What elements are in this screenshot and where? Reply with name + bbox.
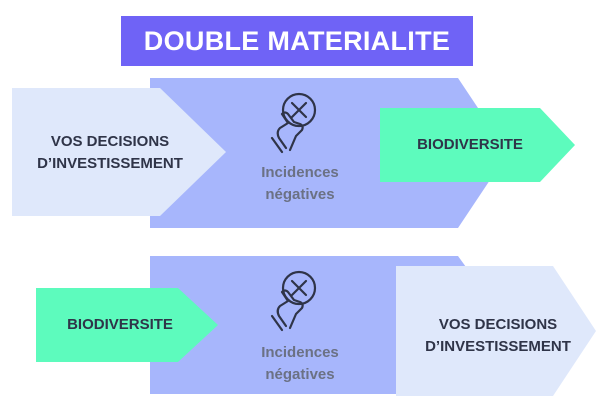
row2-left-label: BIODIVERSITE: [40, 314, 200, 336]
row1-left-label-line1: VOS DECISIONS: [50, 133, 170, 150]
row2-right-label-line1: VOS DECISIONS: [438, 316, 558, 333]
hand-press-x-icon: [270, 92, 317, 154]
row2-middle-label-line2: négatives: [265, 366, 335, 383]
row1-right-label-text: BIODIVERSITE: [417, 136, 523, 153]
row2-left-arrow: [36, 288, 218, 362]
row1-left-arrow: [12, 88, 226, 216]
row2-middle-label: Incidences négatives: [240, 342, 360, 386]
row2-right-label: VOS DECISIONS D’INVESTISSEMENT: [404, 314, 592, 358]
hand-press-x-icon: [270, 270, 317, 332]
row1-right-arrow: [380, 108, 575, 182]
row2-left-label-text: BIODIVERSITE: [67, 316, 173, 333]
page-title: DOUBLE MATERIALITE: [143, 25, 451, 56]
row2-right-arrow: [396, 266, 596, 396]
row2-right-label-line2: D’INVESTISSEMENT: [425, 338, 571, 355]
row1-left-label-line2: D’INVESTISSEMENT: [37, 155, 183, 172]
row1-middle-label-line1: Incidences: [261, 164, 339, 181]
title-banner: DOUBLE MATERIALITE: [121, 16, 473, 66]
row1-middle-label: Incidences négatives: [240, 162, 360, 206]
row1-left-label: VOS DECISIONS D’INVESTISSEMENT: [12, 131, 208, 175]
row1-middle-label-line2: négatives: [265, 186, 335, 203]
row2-middle-label-line1: Incidences: [261, 344, 339, 361]
row1-right-label: BIODIVERSITE: [395, 134, 545, 156]
